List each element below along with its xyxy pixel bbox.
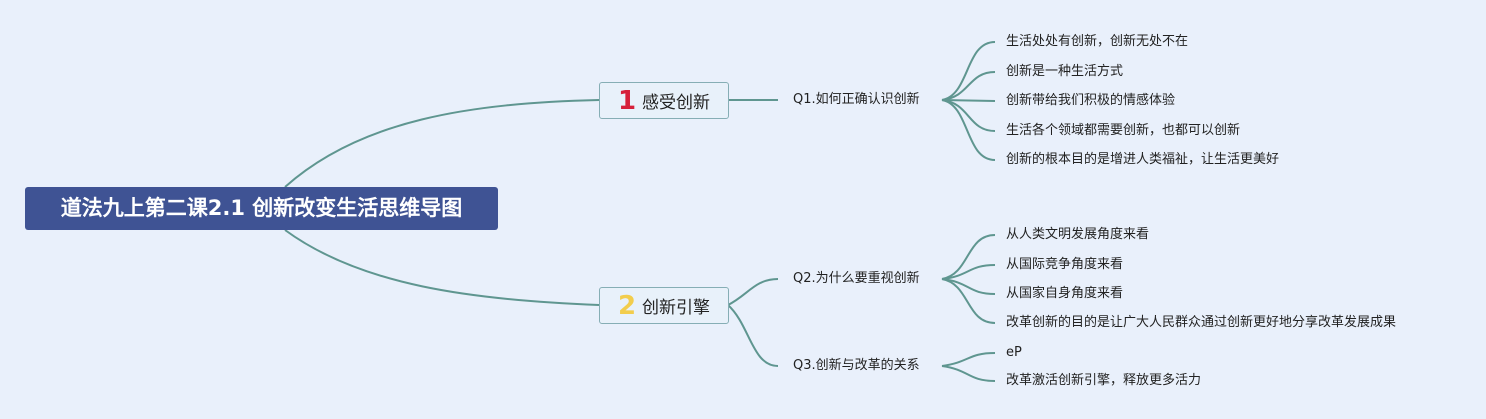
connector-q2-leaf-4: [941, 278, 996, 324]
connector-q1-leaf-3: [941, 99, 996, 102]
connector-q1-leaf-5: [941, 99, 996, 161]
q1-item-2[interactable]: 创新是一种生活方式: [1006, 64, 1124, 79]
connector-q3-leaf-2: [941, 365, 996, 382]
question-q1[interactable]: Q1.如何正确认识创新: [793, 92, 920, 107]
branch-topic-2[interactable]: 2 创新引擎: [599, 287, 729, 324]
connector-q2-leaf-2: [941, 264, 996, 280]
root-topic-label: 道法九上第二课2.1 创新改变生活思维导图: [60, 196, 463, 220]
connector-q3-leaf-1: [941, 352, 996, 367]
q2-item-2[interactable]: 从国际竞争角度来看: [1006, 257, 1124, 272]
q3-item-2[interactable]: 改革激活创新引擎，释放更多活力: [1006, 373, 1202, 388]
connector-q1-leaf-2: [941, 71, 996, 101]
branch-topic-1[interactable]: 1 感受创新: [599, 82, 729, 119]
q2-item-1[interactable]: 从人类文明发展角度来看: [1006, 227, 1150, 242]
q2-item-4[interactable]: 改革创新的目的是让广大人民群众通过创新更好地分享改革发展成果: [1006, 315, 1397, 330]
branch-2-label: 创新引擎: [642, 298, 711, 318]
connector-branch-2-q2: [727, 278, 779, 306]
branch-2-number-icon: 2: [617, 290, 637, 321]
branch-1-label: 感受创新: [642, 93, 711, 113]
q1-item-5[interactable]: 创新的根本目的是增进人类福祉，让生活更美好: [1006, 152, 1280, 167]
connector-q1-leaf-1: [941, 41, 996, 101]
connector-q2-leaf-1: [941, 234, 996, 280]
root-topic[interactable]: 道法九上第二课2.1 创新改变生活思维导图: [25, 187, 498, 230]
q2-item-3[interactable]: 从国家自身角度来看: [1006, 286, 1124, 301]
branch-1-number-icon: 1: [617, 85, 637, 116]
connector-root-branch-2: [284, 229, 600, 306]
q3-item-1[interactable]: eP: [1006, 345, 1022, 360]
connector-branch-2-q3: [727, 304, 779, 367]
q1-item-1[interactable]: 生活处处有创新，创新无处不在: [1006, 34, 1189, 49]
q1-item-3[interactable]: 创新带给我们积极的情感体验: [1006, 93, 1176, 108]
connector-q2-leaf-3: [941, 278, 996, 295]
question-q2[interactable]: Q2.为什么要重视创新: [793, 271, 920, 286]
q1-item-4[interactable]: 生活各个领域都需要创新，也都可以创新: [1006, 123, 1241, 138]
question-q3[interactable]: Q3.创新与改革的关系: [793, 358, 920, 373]
connector-root-branch-1: [284, 99, 600, 188]
connector-q1-leaf-4: [941, 99, 996, 132]
